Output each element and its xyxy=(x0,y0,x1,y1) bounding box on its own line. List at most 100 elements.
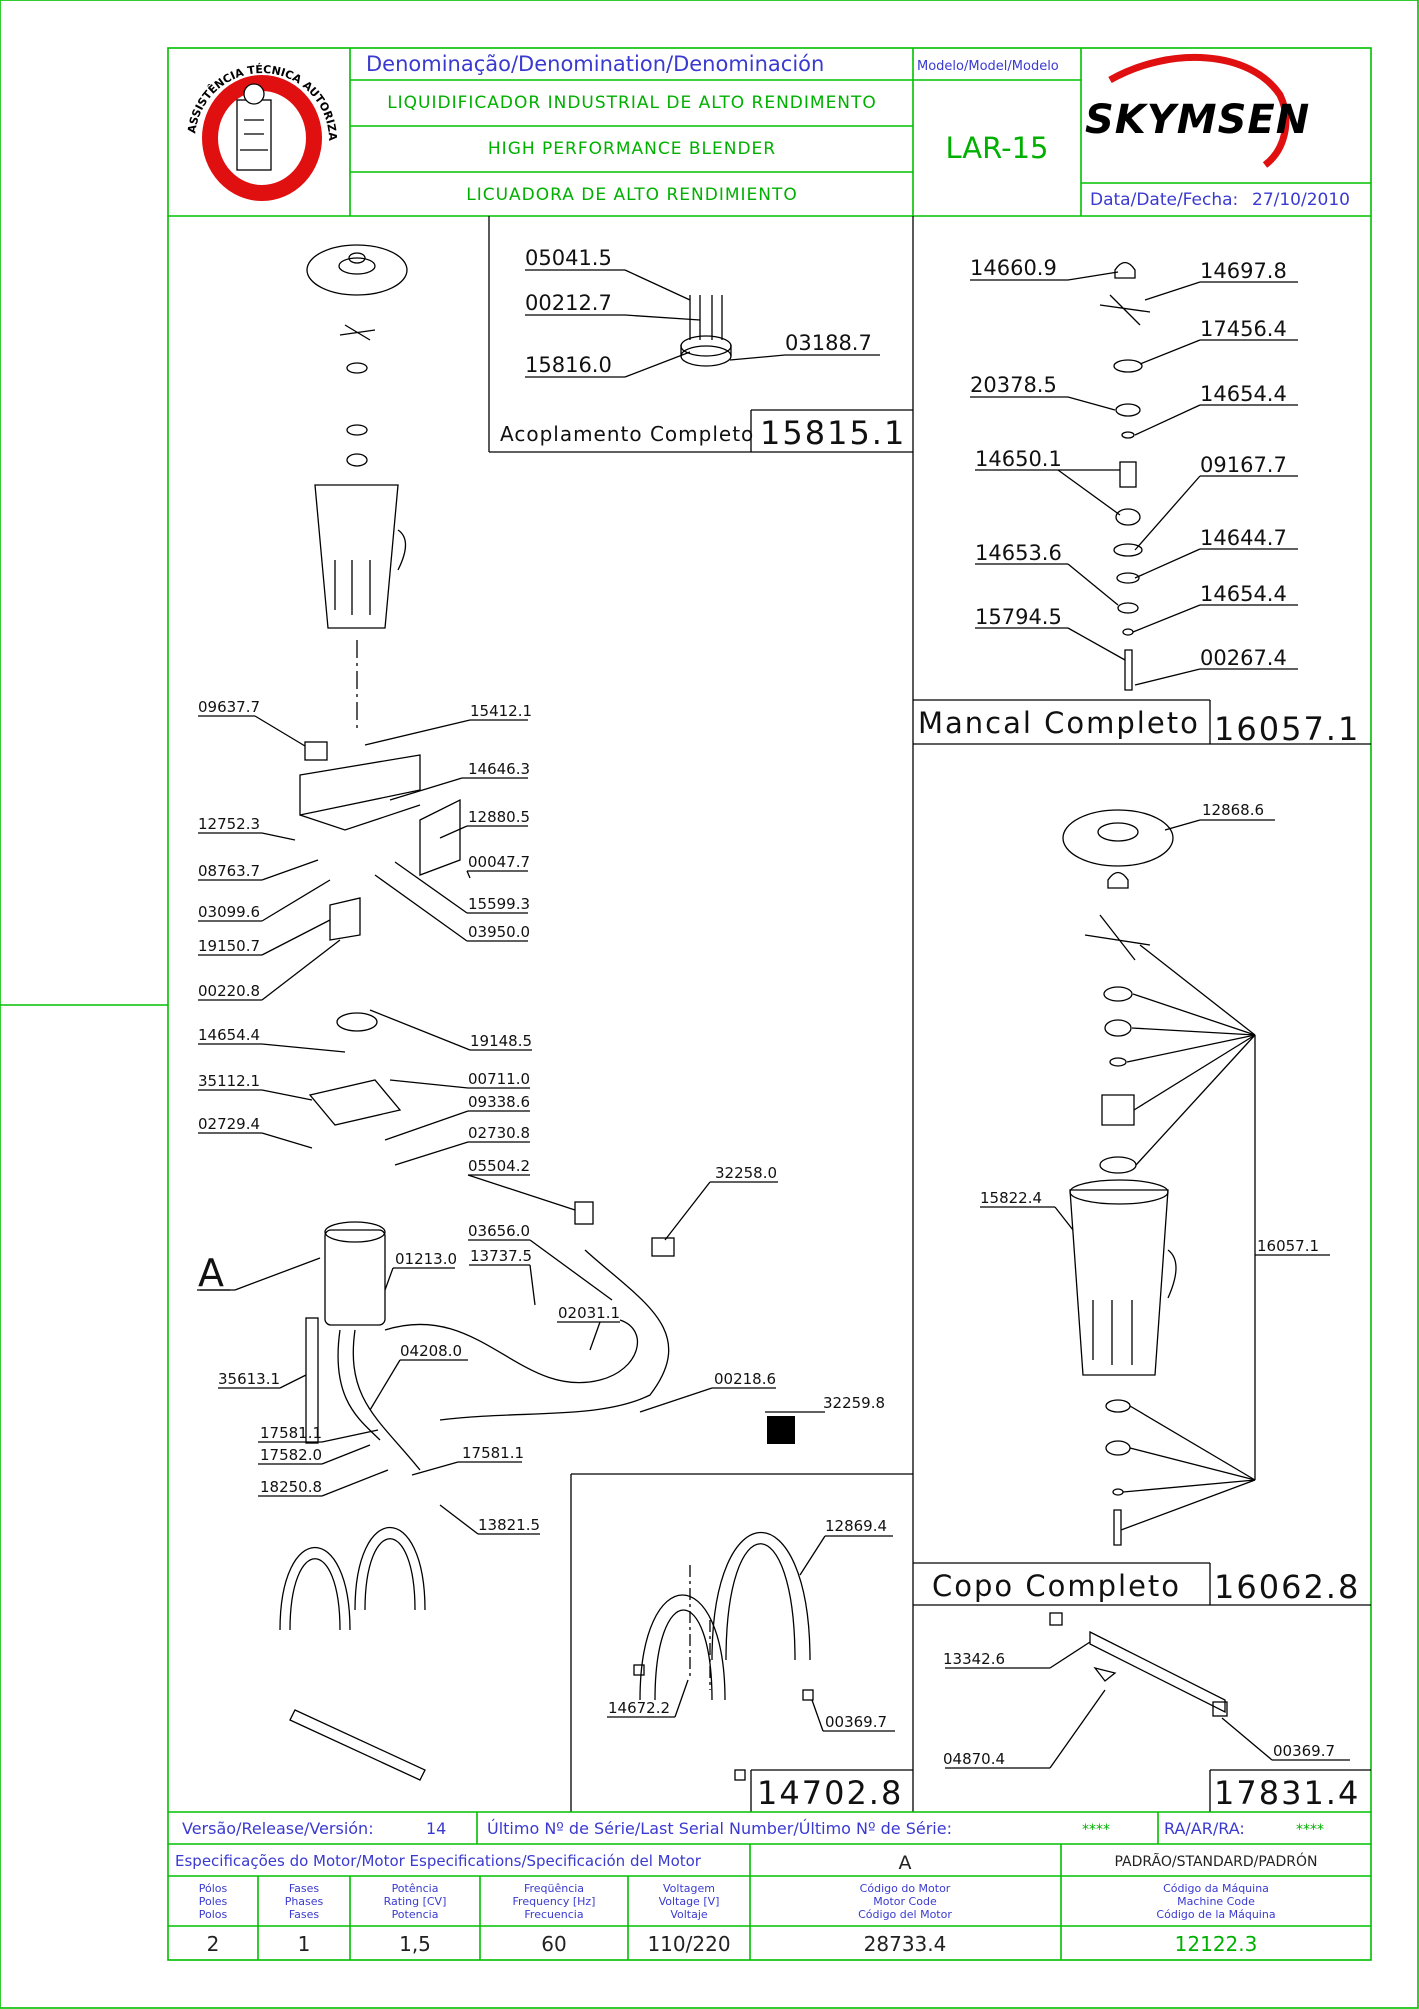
part-label: 14654.4 xyxy=(198,1026,260,1044)
col-header-line: Pólos xyxy=(199,1882,228,1895)
cup-drawing xyxy=(980,809,1330,1546)
cup-title: Copo Completo xyxy=(932,1569,1181,1603)
bar-part-label: 13342.6 xyxy=(943,1650,1005,1668)
part-label: 12752.3 xyxy=(198,815,260,833)
part-label: 19148.5 xyxy=(470,1032,532,1050)
part-label: 01213.0 xyxy=(395,1250,457,1268)
part-label: 17581.1 xyxy=(260,1424,322,1442)
bearing-code: 16057.1 xyxy=(1214,710,1360,748)
col-header-line: Motor Code xyxy=(873,1895,937,1908)
part-label: 00711.0 xyxy=(468,1070,530,1088)
coupling-part-label: 05041.5 xyxy=(525,246,612,270)
part-label: 19150.7 xyxy=(198,937,260,955)
col-header-line: Voltage [V] xyxy=(659,1895,720,1908)
part-label: 12880.5 xyxy=(468,808,530,826)
spec-value: 1 xyxy=(298,1932,311,1956)
bar-part-label: 00369.7 xyxy=(1273,1742,1335,1760)
ra-label: RA/AR/RA: xyxy=(1164,1819,1245,1838)
part-label: 02729.4 xyxy=(198,1115,260,1133)
col-header-line: Freqüência xyxy=(524,1882,584,1895)
stand-part-label: 14672.2 xyxy=(608,1699,670,1717)
col-header-line: Rating [CV] xyxy=(384,1895,447,1908)
part-label: 09338.6 xyxy=(468,1093,530,1111)
part-label: 13821.5 xyxy=(478,1516,540,1534)
part-label: 00047.7 xyxy=(468,853,530,871)
bearing-part-label: 09167.7 xyxy=(1200,453,1287,477)
bearing-part-label: 14660.9 xyxy=(970,256,1057,280)
part-label: 03656.0 xyxy=(468,1222,530,1240)
spec-value: 60 xyxy=(541,1932,566,1956)
motor-ref: A xyxy=(899,1852,912,1874)
denomination-title: Denominação/Denomination/Denominación xyxy=(366,52,824,76)
bearing-part-label: 14650.1 xyxy=(975,447,1062,471)
part-label: 35112.1 xyxy=(198,1072,260,1090)
coupling-part-label: 00212.7 xyxy=(525,291,612,315)
part-label: 00220.8 xyxy=(198,982,260,1000)
brand-name: SKYMSEN xyxy=(1085,97,1310,143)
col-header-line: Frecuencia xyxy=(524,1908,583,1921)
part-label: 04208.0 xyxy=(400,1342,462,1360)
bearing-part-label: 14654.4 xyxy=(1200,582,1287,606)
col-header-line: Fases xyxy=(289,1882,320,1895)
motor-spec-values: 2 1 1,5 60 110/220 28733.4 12122.3 xyxy=(207,1932,1258,1956)
stand-code: 14702.8 xyxy=(757,1774,903,1812)
coupling-code: 15815.1 xyxy=(760,414,906,452)
part-label: 02031.1 xyxy=(558,1304,620,1322)
part-label: 17581.1 xyxy=(462,1444,524,1462)
authorized-service-badge: ASSISTÊNCIA TÉCNICA AUTORIZADA xyxy=(0,0,339,201)
date-value: 27/10/2010 xyxy=(1252,190,1350,210)
part-label: 09637.7 xyxy=(198,698,260,716)
col-header-line: Potência xyxy=(392,1882,439,1895)
bearing-drawing xyxy=(970,261,1298,691)
part-label: 32258.0 xyxy=(715,1164,777,1182)
coupling-part-label: 03188.7 xyxy=(785,331,872,355)
main-leader-lines xyxy=(197,715,825,1535)
col-header-line: Código de la Máquina xyxy=(1156,1908,1275,1921)
bearing-part-label: 14697.8 xyxy=(1200,259,1287,283)
col-header-line: Fases xyxy=(289,1908,320,1921)
col-header-line: Voltaje xyxy=(670,1908,708,1921)
col-header-line: Código do Motor xyxy=(860,1882,951,1895)
bearing-part-label: 14653.6 xyxy=(975,541,1062,565)
part-label: 05504.2 xyxy=(468,1157,530,1175)
bar-drawing xyxy=(945,1612,1350,1769)
part-label: 18250.8 xyxy=(260,1478,322,1496)
part-label: 17582.0 xyxy=(260,1446,322,1464)
part-label: 15599.3 xyxy=(468,895,530,913)
spec-value: 28733.4 xyxy=(864,1932,947,1956)
standard-label: PADRÃO/STANDARD/PADRÓN xyxy=(1115,1852,1318,1870)
col-header-line: Voltagem xyxy=(663,1882,715,1895)
part-label: 15412.1 xyxy=(470,702,532,720)
col-header-line: Código del Motor xyxy=(858,1908,952,1921)
bearing-part-label: 00267.4 xyxy=(1200,646,1287,670)
stand-part-label: 00369.7 xyxy=(825,1713,887,1731)
col-header-line: Phases xyxy=(285,1895,324,1908)
serial-label: Último Nº de Série/Last Serial Number/Úl… xyxy=(487,1819,952,1838)
bearing-part-label: 20378.5 xyxy=(970,373,1057,397)
cup-part-label: 12868.6 xyxy=(1202,801,1264,819)
coupling-part-label: 15816.0 xyxy=(525,353,612,377)
drawing-frame xyxy=(167,47,1372,1961)
coupling-title: Acoplamento Completo xyxy=(500,422,754,446)
cup-part-label: 15822.4 xyxy=(980,1189,1042,1207)
part-label: 03099.6 xyxy=(198,903,260,921)
spec-value: 1,5 xyxy=(399,1932,431,1956)
version-label: Versão/Release/Versión: xyxy=(182,1819,374,1838)
spec-value: 2 xyxy=(207,1932,220,1956)
bearing-part-label: 15794.5 xyxy=(975,605,1062,629)
brand-logo: SKYMSEN xyxy=(1085,54,1310,168)
stand-part-label: 12869.4 xyxy=(825,1517,887,1535)
date-label: Data/Date/Fecha: xyxy=(1090,190,1238,210)
part-label: 32259.8 xyxy=(823,1394,885,1412)
bearing-part-label: 14654.4 xyxy=(1200,382,1287,406)
spec-value: 110/220 xyxy=(647,1932,730,1956)
part-label: 08763.7 xyxy=(198,862,260,880)
motor-ref-large: A xyxy=(198,1251,224,1295)
col-header-line: Polos xyxy=(199,1908,228,1921)
spec-value: 12122.3 xyxy=(1175,1932,1258,1956)
part-label: 13737.5 xyxy=(470,1247,532,1265)
col-header-line: Código da Máquina xyxy=(1163,1882,1269,1895)
main-part-labels: 09637.7 15412.1 14646.3 12752.3 12880.5 … xyxy=(198,698,885,1534)
